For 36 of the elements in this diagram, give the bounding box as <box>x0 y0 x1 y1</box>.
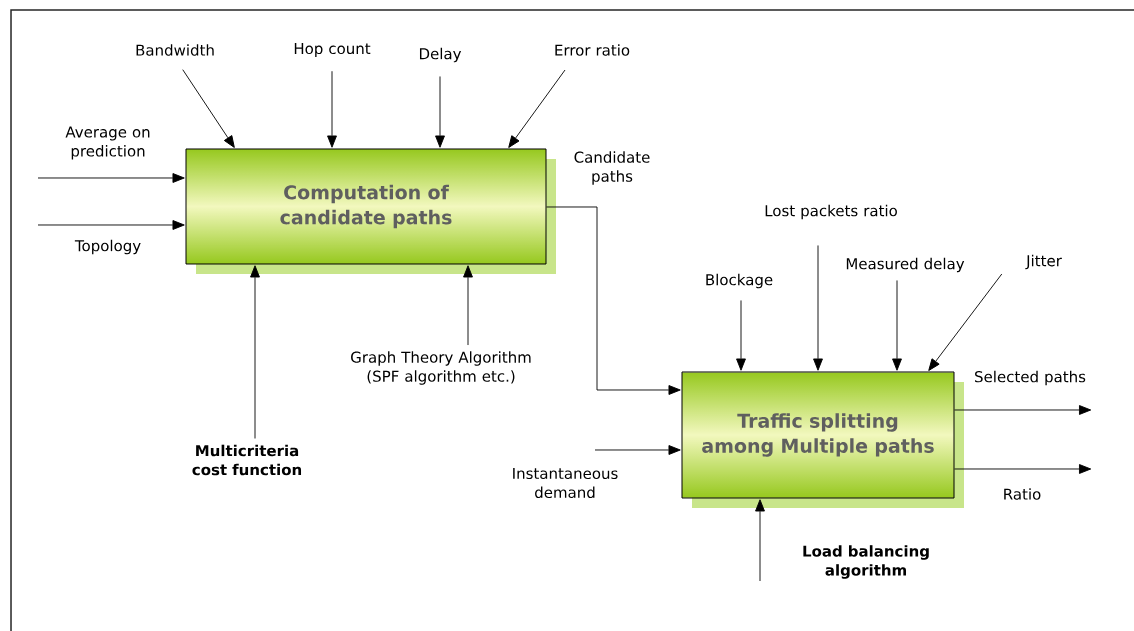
edge-label: Candidate paths <box>574 151 650 185</box>
control-label: Multicriteria cost function <box>192 444 301 476</box>
arrow <box>594 445 681 455</box>
arrow <box>37 173 185 183</box>
edge-label: Ratio <box>1004 488 1041 500</box>
input-label: Jitter <box>1025 254 1062 270</box>
process-box: Computation of candidate paths <box>185 148 556 274</box>
arrow <box>463 265 473 346</box>
arrow <box>954 464 1092 474</box>
arrow <box>508 69 566 148</box>
edge-label: Instantaneous demand <box>513 467 618 499</box>
arrow <box>546 206 681 395</box>
input-label: Lost packets ratio <box>765 204 897 220</box>
edge-label: Topology <box>74 239 141 255</box>
input-label: Hop count <box>294 42 371 58</box>
process-box: Traffic splitting among Multiple paths <box>681 371 964 508</box>
input-label: Graph Theory Algorithm (SPF algorithm etc.) <box>351 351 531 385</box>
input-label: Measured delay <box>846 257 965 273</box>
input-label: Bandwidth <box>136 44 214 56</box>
edge-label: Selected paths <box>975 370 1086 386</box>
edge-label: Average on prediction <box>65 126 150 160</box>
arrow <box>327 70 337 148</box>
arrow <box>250 265 260 439</box>
arrow <box>736 300 746 371</box>
arrow <box>755 499 765 582</box>
input-label: Error ratio <box>555 44 630 56</box>
arrow <box>954 405 1092 415</box>
arrow <box>813 245 823 371</box>
arrow <box>435 76 445 148</box>
arrow <box>892 280 902 371</box>
input-label: Blockage <box>706 273 773 289</box>
arrow <box>182 69 235 148</box>
control-label: Load balancing algorithm <box>803 545 929 579</box>
arrow <box>928 273 1003 371</box>
input-label: Delay <box>420 47 462 63</box>
arrow <box>37 220 185 230</box>
